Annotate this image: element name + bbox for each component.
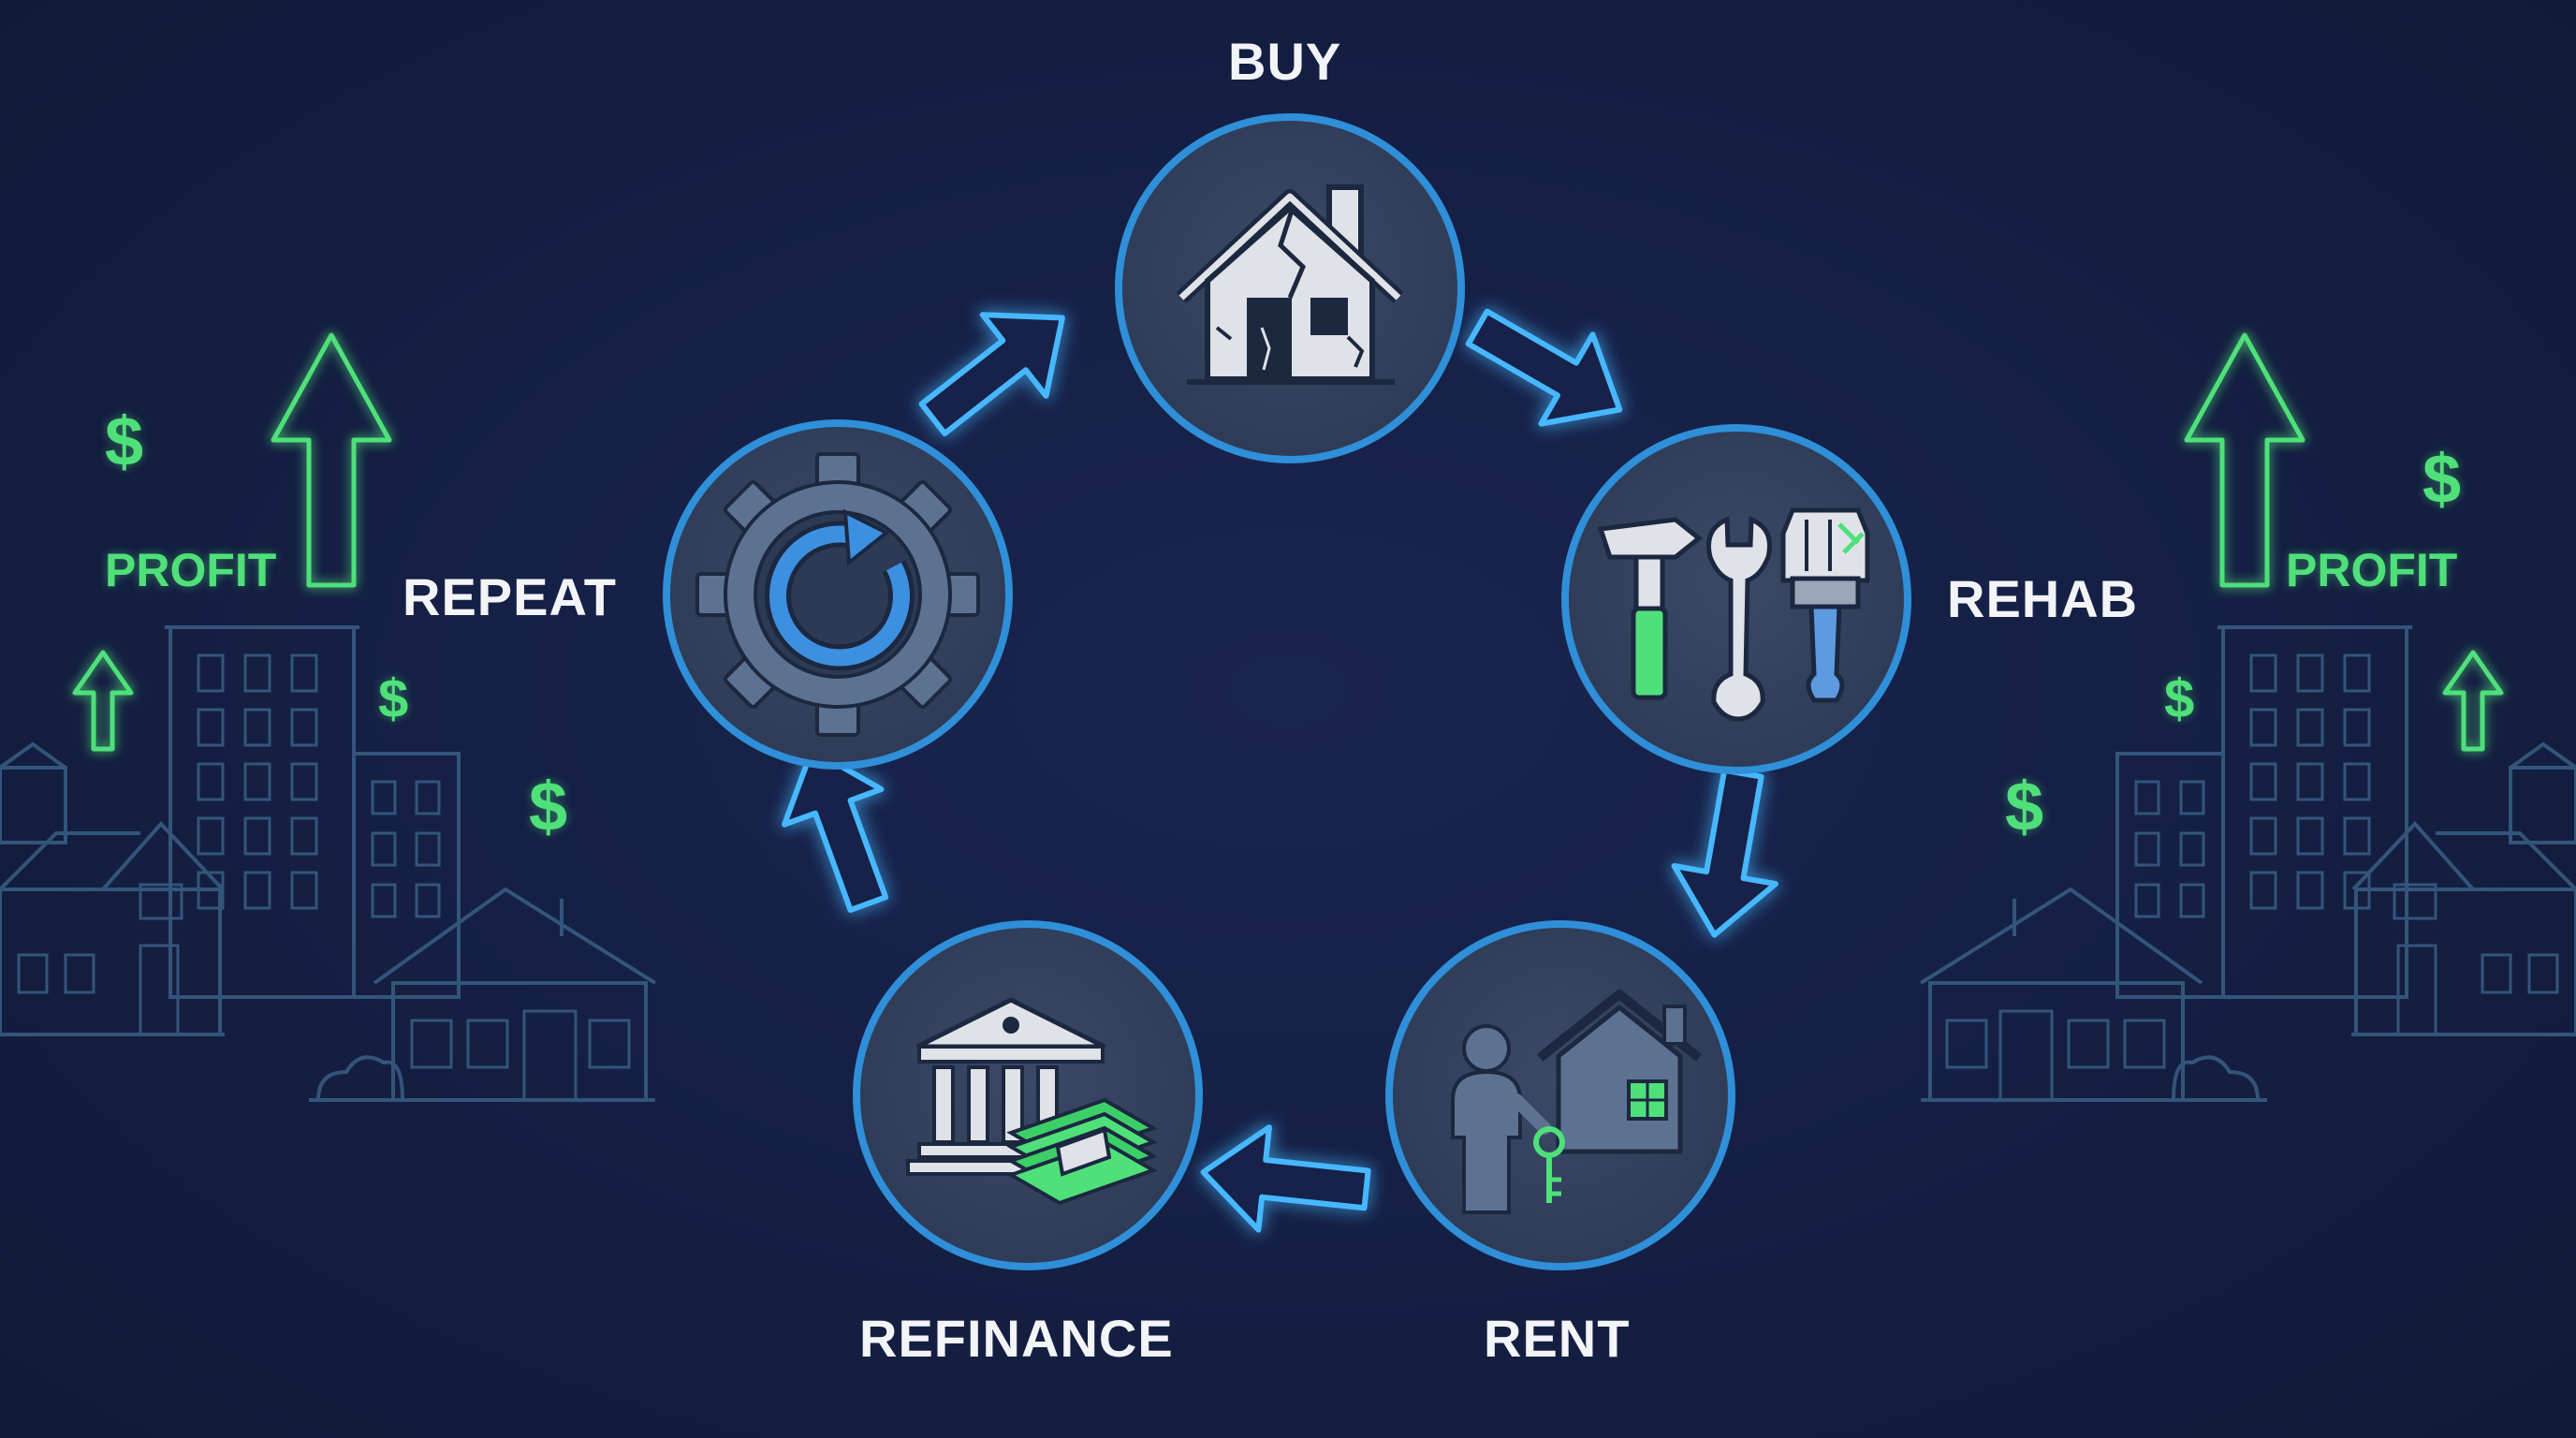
tools-icon	[1597, 507, 1870, 722]
left-city-buildings-icon	[0, 625, 657, 1102]
arrow-rent-to-refinance	[1198, 1121, 1372, 1240]
bank-cash-icon	[906, 997, 1158, 1206]
repeat-node	[663, 419, 1013, 770]
left-small-up-arrow-icon	[72, 650, 134, 752]
stage-label-rehab: REHAB	[1947, 569, 2139, 628]
arrow-rehab-to-rent	[1663, 765, 1793, 944]
stage-label-refinance: REFINANCE	[859, 1309, 1174, 1368]
left-dollar-sign-2: $	[378, 668, 409, 729]
tenant-house-key-icon	[1451, 990, 1703, 1214]
stage-label-buy: BUY	[1228, 32, 1342, 91]
left-dollar-sign-1: $	[105, 403, 144, 480]
rent-node	[1385, 920, 1735, 1270]
left-up-arrow-icon	[271, 332, 392, 588]
right-dollar-sign-3: $	[2005, 768, 2044, 845]
rehab-node	[1561, 424, 1911, 774]
stage-label-repeat: REPEAT	[402, 567, 617, 626]
right-city-buildings-icon	[1919, 625, 2576, 1102]
right-dollar-sign-1: $	[2422, 440, 2462, 518]
arrow-repeat-to-buy	[901, 277, 1094, 459]
gear-cycle-icon	[695, 452, 980, 737]
buy-node	[1115, 113, 1465, 463]
right-up-arrow-icon	[2184, 332, 2305, 588]
cracked-house-icon	[1176, 184, 1404, 385]
right-profit-label: PROFIT	[2286, 544, 2458, 596]
refinance-node	[853, 920, 1203, 1270]
arrow-buy-to-rehab	[1452, 283, 1646, 454]
right-small-up-arrow-icon	[2442, 650, 2504, 752]
left-dollar-sign-3: $	[529, 768, 568, 845]
right-dollar-sign-2: $	[2164, 668, 2195, 729]
left-profit-label: PROFIT	[105, 544, 277, 596]
stage-label-rent: RENT	[1484, 1309, 1631, 1368]
